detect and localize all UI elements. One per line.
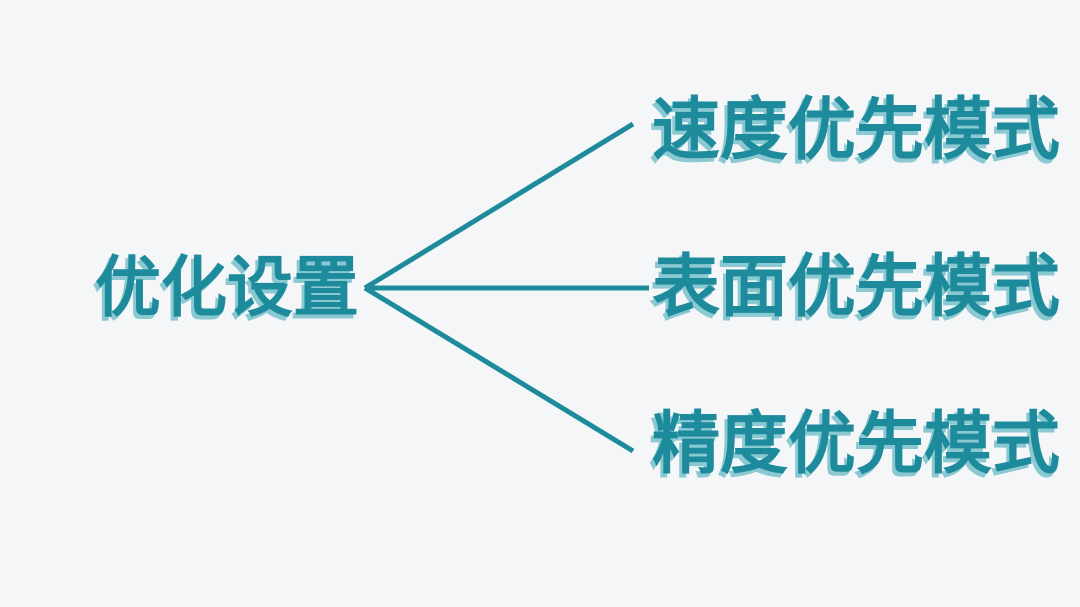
branch-node-speed-priority: 速度优先模式: [652, 92, 1061, 168]
connector-line-bottom: [363, 285, 635, 454]
branch-node-surface-priority: 表面优先模式: [652, 249, 1061, 325]
branch-node-precision-priority: 精度优先模式: [652, 406, 1061, 482]
root-node-label: 优化设置: [95, 250, 359, 324]
connector-line-top: [363, 121, 635, 291]
